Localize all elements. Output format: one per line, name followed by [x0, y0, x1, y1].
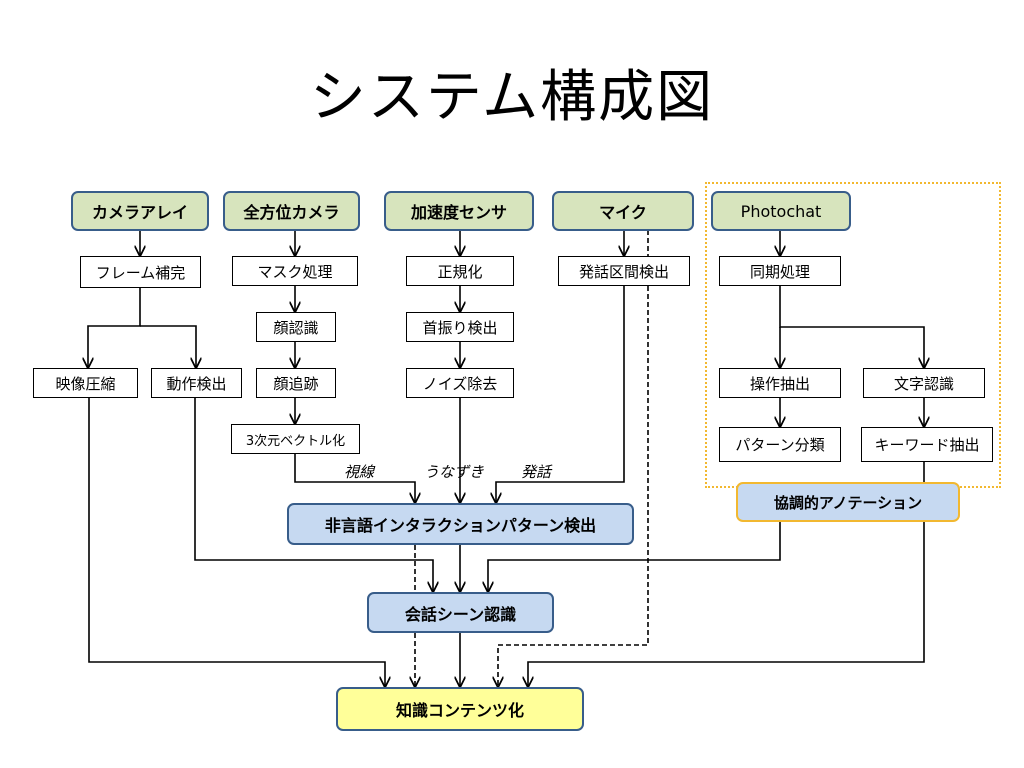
process-3d-vector: 3次元ベクトル化 [231, 424, 360, 454]
connector [194, 397, 433, 592]
edge-label-speech: 発話 [521, 463, 552, 481]
process-face-tracking: 顔追跡 [256, 368, 336, 398]
source-photochat: Photochat [711, 191, 851, 231]
process-speech-detection: 発話区間検出 [558, 256, 690, 286]
connector [488, 521, 781, 592]
source-omni-camera: 全方位カメラ [223, 191, 360, 231]
connector [294, 454, 415, 503]
process-sync: 同期処理 [719, 256, 841, 286]
process-normalization: 正規化 [406, 256, 514, 286]
edge-label-gaze: 視線 [344, 463, 375, 481]
knowledge-content-box: 知識コンテンツ化 [336, 687, 584, 731]
connector [779, 286, 924, 368]
connector [140, 325, 196, 368]
connector [88, 288, 141, 368]
process-nod-detection: 首振り検出 [406, 312, 514, 342]
connector [496, 286, 625, 503]
process-pattern-classification: パターン分類 [719, 427, 841, 462]
process-text-recognition: 文字認識 [863, 368, 985, 398]
connector [88, 397, 385, 687]
source-camera-array: カメラアレイ [71, 191, 209, 231]
process-video-compression: 映像圧縮 [33, 368, 138, 398]
nonverbal-detection-box: 非言語インタラクションパターン検出 [287, 503, 634, 545]
page-title: システム構成図 [309, 65, 715, 130]
connector [528, 521, 925, 687]
process-keyword-extraction: キーワード抽出 [861, 427, 993, 462]
source-microphone: マイク [552, 191, 694, 231]
process-motion-detection: 動作検出 [151, 368, 242, 398]
collaborative-annotation-box: 協調的アノテーション [736, 482, 960, 522]
process-operation-extraction: 操作抽出 [719, 368, 841, 398]
process-mask: マスク処理 [232, 256, 358, 286]
dashed-connector [498, 230, 649, 687]
process-frame-interpolation: フレーム補完 [80, 256, 201, 288]
process-noise-removal: ノイズ除去 [406, 368, 514, 398]
source-accelerometer: 加速度センサ [384, 191, 534, 231]
scene-recognition-box: 会話シーン認識 [367, 592, 554, 633]
process-face-recognition: 顔認識 [256, 312, 336, 342]
edge-label-nod: うなずき [424, 463, 485, 481]
